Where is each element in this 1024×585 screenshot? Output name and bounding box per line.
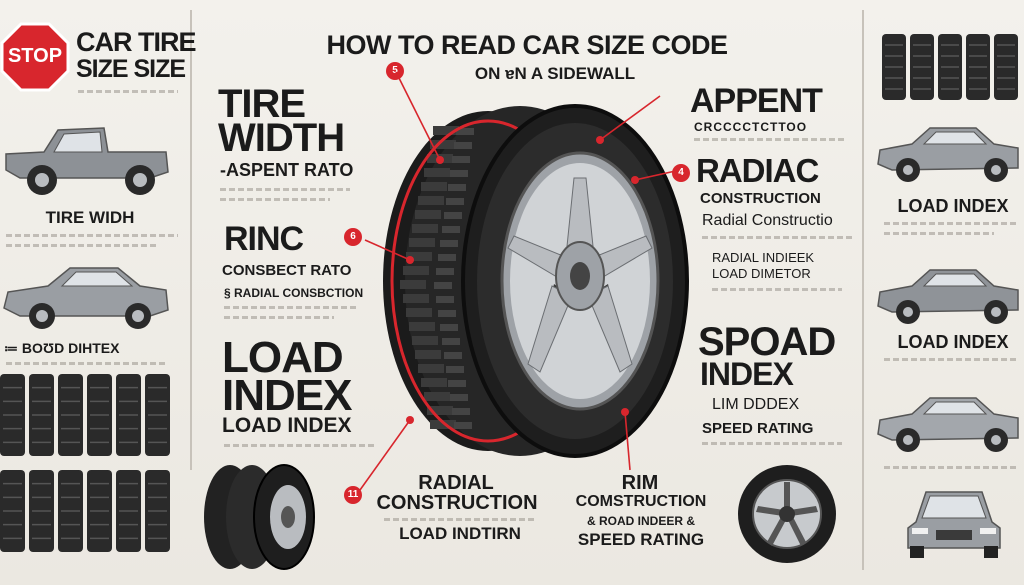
wheel-icon — [736, 460, 838, 568]
load-dimetor-label: LOAD DIMETOR — [712, 266, 811, 281]
load-index-sub: LOAD INDEX — [222, 414, 352, 437]
tread-block — [430, 420, 456, 429]
tire-width-caption: TIRE WIDH — [45, 208, 135, 227]
sedan-front-icon — [902, 482, 1006, 562]
tread-block — [421, 378, 447, 387]
page-subtitle: ON ɐN A SIDEWALL — [474, 64, 636, 83]
rinc-heading: RINC — [224, 220, 304, 258]
tire-stack-icon — [0, 374, 175, 564]
tread-block — [424, 392, 450, 401]
construction-label: CONSTRUCTION — [700, 190, 821, 207]
tread-block — [406, 308, 432, 317]
tread-block — [440, 324, 458, 331]
tread-block — [415, 350, 441, 359]
callout-dot-icon: 11 — [344, 486, 362, 504]
tread-block — [434, 282, 452, 289]
tread-block — [448, 380, 466, 387]
tread-block — [427, 154, 453, 163]
tread-block — [427, 406, 453, 415]
tread-block — [444, 352, 462, 359]
load-index-heading-line1: LOAD — [222, 333, 344, 382]
tread-block — [409, 322, 435, 331]
tread-block — [436, 296, 454, 303]
road-indeer-label: & ROAD INDEER & — [586, 514, 695, 528]
tread-block — [452, 156, 470, 163]
aspect-ratio-label: -ASPENT RATO — [220, 160, 354, 180]
left-divider — [190, 10, 192, 470]
tread-block — [456, 128, 474, 135]
left-heading-line2: SIZE SIZE — [76, 55, 186, 83]
right-divider — [862, 10, 864, 570]
tread-block — [454, 422, 472, 429]
tread-block — [403, 294, 429, 303]
tread-block — [438, 254, 456, 261]
tread-block — [415, 210, 441, 219]
tread-block — [450, 170, 468, 177]
speed-rating-bottom: SPEED RATING — [577, 530, 705, 549]
stop-sign-icon: STOP — [0, 22, 70, 92]
tread-block — [433, 126, 459, 135]
sedan-car-icon — [872, 260, 1022, 328]
spoad-index-heading: INDEX — [700, 356, 794, 392]
tread-block — [450, 394, 468, 401]
lim-ddex-label: LIM DDDEX — [712, 396, 800, 413]
tread-block — [444, 212, 462, 219]
main-tire-illustration — [370, 96, 690, 466]
tread-block — [406, 252, 432, 261]
appent-heading: APPENT — [690, 82, 823, 120]
tread-block — [442, 226, 460, 233]
spoad-heading: SPOAD — [698, 320, 836, 364]
tread-block — [418, 364, 444, 373]
tire-width-heading-line1: TIRE — [218, 82, 306, 126]
tread-block — [409, 238, 435, 247]
tread-block — [403, 266, 429, 275]
radial-heading-line2: CONSTRUCTION — [376, 492, 538, 514]
pickup-truck-icon — [0, 120, 172, 200]
radial-indieek-label: RADIAL INDIEEK — [712, 250, 815, 265]
tire-stack-icon — [882, 34, 1022, 102]
load-index-caption: ≔ BOƱD DIHTEX — [4, 340, 120, 356]
tread-block — [412, 336, 438, 345]
rim-heading-line1: RIM — [621, 472, 659, 494]
tread-block — [440, 240, 458, 247]
callout-dot-icon: 5 — [386, 62, 404, 80]
tread-block — [446, 198, 464, 205]
right-load-index-label-2: LOAD INDEX — [897, 332, 1009, 352]
load-indtirn-label: LOAD INDTIRN — [399, 524, 521, 543]
tread-block — [418, 196, 444, 205]
appent-sub: CRCCCCTCTTOO — [694, 120, 808, 134]
left-heading-line1: CAR TIRE — [76, 27, 196, 57]
callout-dot-icon: 6 — [344, 228, 362, 246]
radiac-heading: RADIAC — [696, 152, 819, 189]
tread-block — [446, 366, 464, 373]
radial-consbct-label: § RADIAL CONSBCTION — [224, 286, 364, 300]
right-load-index-label-1: LOAD INDEX — [897, 196, 1009, 216]
tire-width-heading-line2: WIDTH — [218, 116, 345, 160]
tread-block — [424, 168, 450, 177]
speed-rating-label: SPEED RATING — [702, 420, 814, 437]
tread-block — [430, 140, 456, 149]
tread-block — [452, 408, 470, 415]
tread-block — [442, 338, 460, 345]
radial-construction-label: Radial Constructio — [702, 212, 833, 229]
tread-block — [412, 224, 438, 233]
sedan-car-icon — [872, 388, 1022, 458]
tread-block — [438, 310, 456, 317]
page-title: HOW TO READ CAR SIZE CODE — [326, 30, 728, 60]
tread-block — [400, 280, 426, 289]
load-index-heading-line2: INDEX — [222, 371, 352, 420]
tread-block — [436, 268, 454, 275]
tread-block — [421, 182, 447, 191]
tread-block — [454, 142, 472, 149]
tire-pair-icon — [200, 462, 320, 572]
consbect-rato-label: CONSBECT RATO — [222, 262, 352, 279]
rim-heading-line2: COMSTRUCTION — [575, 493, 707, 510]
tread-block — [448, 184, 466, 191]
radial-heading-line1: RADIAL — [418, 472, 494, 494]
stop-sign-text: STOP — [7, 45, 63, 67]
sedan-car-icon — [0, 262, 172, 332]
callout-dot-icon: 4 — [672, 164, 690, 182]
sedan-car-icon — [872, 118, 1022, 188]
